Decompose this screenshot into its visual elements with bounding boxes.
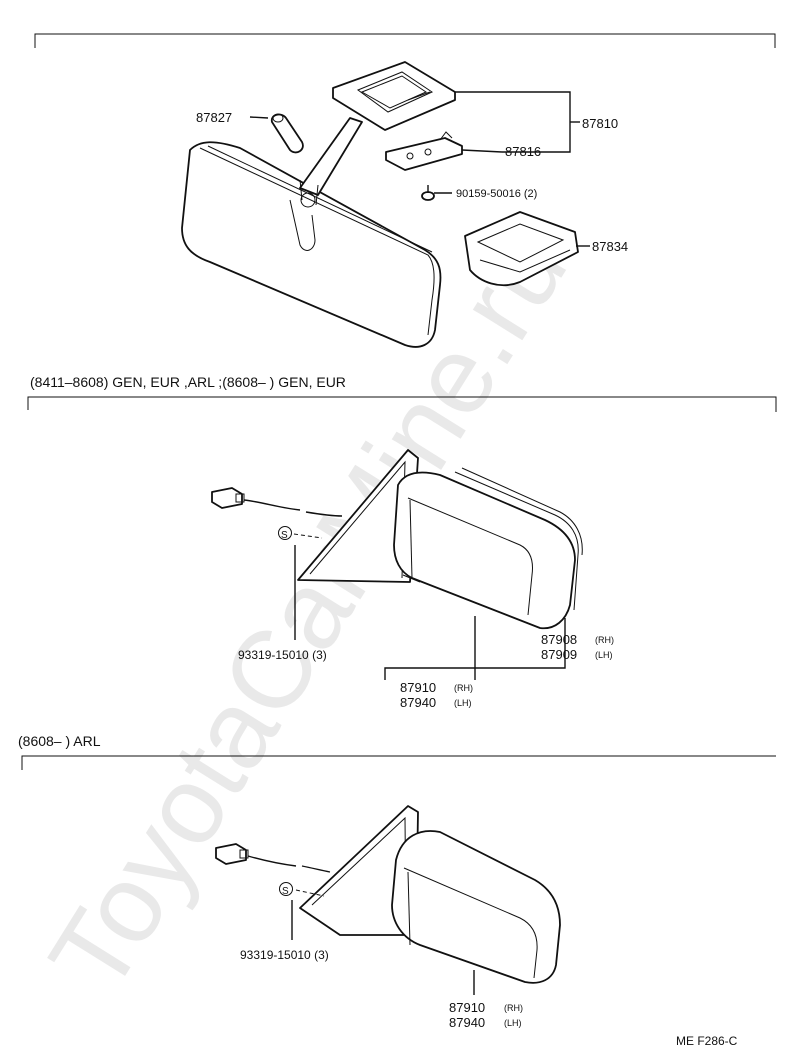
part-number-87910-s3: 87910 <box>449 1000 485 1015</box>
cover-cap-87827 <box>270 113 304 154</box>
part-number-87909: 87909 <box>541 647 577 662</box>
part-number-90159: 90159-50016 (2) <box>456 188 537 200</box>
part-number-87908: 87908 <box>541 632 577 647</box>
section-2-leaders: S <box>278 526 566 680</box>
part-number-93319-s3: 93319-15010 (3) <box>240 948 329 962</box>
part-number-87816: 87816 <box>505 144 541 159</box>
plate-87816 <box>385 131 463 171</box>
section-1-frame <box>34 33 776 48</box>
section-3-frame <box>21 755 776 770</box>
side-lh-87940-s2: (LH) <box>454 698 472 708</box>
section-1-leaders <box>249 91 590 247</box>
section-3-leaders: S <box>279 882 475 995</box>
side-lh-87909: (LH) <box>595 650 613 660</box>
part-number-93319-s2: 93319-15010 (3) <box>238 648 327 662</box>
mirror-bracket <box>332 61 456 131</box>
section-2-labels: 93319-15010 (3) 87908 (RH) 87909 (LH) 87… <box>238 632 614 710</box>
section-2-header: (8411–8608) GEN, EUR ,ARL ;(8608– ) GEN,… <box>30 374 346 390</box>
side-lh-87940-s3: (LH) <box>504 1018 522 1028</box>
part-number-87834: 87834 <box>592 239 628 254</box>
section-2-frame <box>27 396 777 412</box>
symbol-s-icon-2 <box>278 526 292 540</box>
side-rh-87910-s2: (RH) <box>454 683 473 693</box>
section-3-labels: 93319-15010 (3) 87910 (RH) 87940 (LH) <box>240 948 523 1030</box>
cover-87834 <box>464 211 579 287</box>
section-3-header: (8608– ) ARL <box>18 733 101 749</box>
symbol-s-3: S <box>282 886 289 897</box>
part-number-87940-s2: 87940 <box>400 695 436 710</box>
section-1-labels: 87827 87810 87816 90159-50016 (2) 87834 <box>196 110 628 254</box>
symbol-s-2: S <box>281 530 288 541</box>
screw-90159 <box>421 185 435 201</box>
part-number-87940-s3: 87940 <box>449 1015 485 1030</box>
outer-mirror-3 <box>299 805 561 984</box>
connector-3 <box>215 843 331 897</box>
part-number-87827: 87827 <box>196 110 232 125</box>
side-rh-87910-s3: (RH) <box>504 1003 523 1013</box>
symbol-s-icon-3 <box>279 882 293 896</box>
footer-code: ME F286-C <box>676 1034 738 1048</box>
side-rh-87908: (RH) <box>595 635 614 645</box>
part-number-87910-s2: 87910 <box>400 680 436 695</box>
connector-2 <box>211 487 343 539</box>
outer-mirror-2 <box>297 449 583 630</box>
part-number-87810: 87810 <box>582 116 618 131</box>
inner-mirror <box>181 117 442 348</box>
